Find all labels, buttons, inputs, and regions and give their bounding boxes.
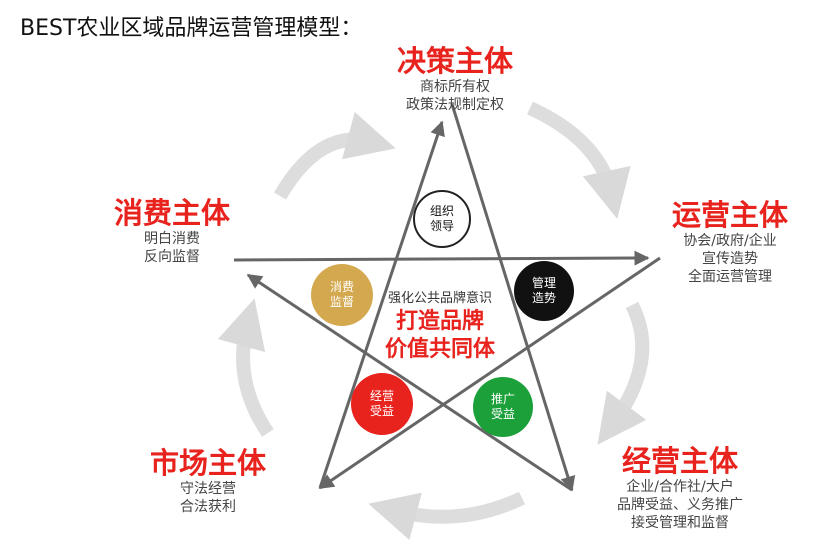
node-operation: 运营主体 协会/政府/企业 宣传造势 全面运营管理 <box>640 198 820 286</box>
star-line-right-to-bottom-left <box>318 256 661 490</box>
node-business-title: 经营主体 <box>621 444 738 478</box>
node-market-title: 市场主体 <box>149 446 266 480</box>
node-business-desc-3: 接受管理和监督 <box>631 515 729 531</box>
star-line-bottom-right-to-left <box>246 273 573 492</box>
cycle-arcs <box>217 101 650 540</box>
node-business-desc-2: 品牌受益、义务推广 <box>617 497 743 513</box>
node-operation-desc-3: 全面运营管理 <box>688 269 772 285</box>
center-subtitle: 强化公共品牌意识 <box>387 291 492 306</box>
circle-org-lead: 组织 领导 <box>413 190 471 248</box>
circle-org-lead-line-2: 领导 <box>429 219 454 233</box>
node-business-desc-1: 企业/合作社/大户 <box>626 479 734 495</box>
node-market: 市场主体 守法经营 合法获利 <box>128 446 288 516</box>
arc-market-to-consumer <box>217 298 274 437</box>
node-consumer-desc-2: 反向监督 <box>144 249 200 265</box>
circle-promote-benefit: 推广 受益 <box>473 377 533 437</box>
star-lines <box>233 103 661 492</box>
circle-operate-benefit-line-1: 经营 <box>369 389 394 403</box>
node-business: 经营主体 企业/合作社/大户 品牌受益、义务推广 接受管理和监督 <box>590 444 770 532</box>
star-line-top-to-bottom-right <box>450 103 576 492</box>
star-line-bottom-left-to-top <box>318 120 445 489</box>
diagram-title: BEST农业区域品牌运营管理模型： <box>20 16 363 41</box>
circle-consume-supervise: 消费 监督 <box>311 264 373 326</box>
arc-operation-to-business <box>597 301 650 445</box>
circle-consume-supervise-line-1: 消费 <box>329 280 354 294</box>
circle-manage-promote: 管理 造势 <box>514 261 574 321</box>
circle-promote-benefit-line-1: 推广 <box>490 392 515 406</box>
node-operation-title: 运营主体 <box>671 198 788 232</box>
node-consumer-desc-1: 明白消费 <box>144 231 200 247</box>
center-block: 强化公共品牌意识 打造品牌 价值共同体 <box>370 290 510 364</box>
node-operation-desc-2: 宣传造势 <box>702 251 758 267</box>
node-decision-title: 决策主体 <box>396 44 513 78</box>
circle-operate-benefit: 经营 受益 <box>351 373 413 435</box>
arc-business-to-market <box>368 491 526 540</box>
node-consumer-title: 消费主体 <box>113 196 230 230</box>
circle-manage-promote-line-2: 造势 <box>531 291 556 305</box>
node-market-desc-2: 合法获利 <box>180 499 236 515</box>
node-decision: 决策主体 商标所有权 政策法规制定权 <box>365 44 545 114</box>
arc-consumer-to-decision <box>273 111 396 200</box>
node-market-desc-1: 守法经营 <box>180 481 236 497</box>
arc-decision-to-operation <box>527 101 631 219</box>
node-decision-desc-2: 政策法规制定权 <box>406 97 504 113</box>
circle-promote-benefit-line-2: 受益 <box>490 407 515 421</box>
star-line-left-to-right <box>233 250 650 266</box>
circle-consume-supervise-line-2: 监督 <box>329 295 354 309</box>
circle-org-lead-line-1: 组织 <box>429 204 454 218</box>
circle-manage-promote-line-1: 管理 <box>531 276 556 290</box>
node-decision-desc-1: 商标所有权 <box>420 79 490 95</box>
center-title-line-2: 价值共同体 <box>384 337 495 362</box>
node-consumer: 消费主体 明白消费 反向监督 <box>92 196 252 266</box>
circle-operate-benefit-line-2: 受益 <box>369 404 394 418</box>
node-operation-desc-1: 协会/政府/企业 <box>683 233 777 249</box>
center-title-line-1: 打造品牌 <box>395 309 484 334</box>
